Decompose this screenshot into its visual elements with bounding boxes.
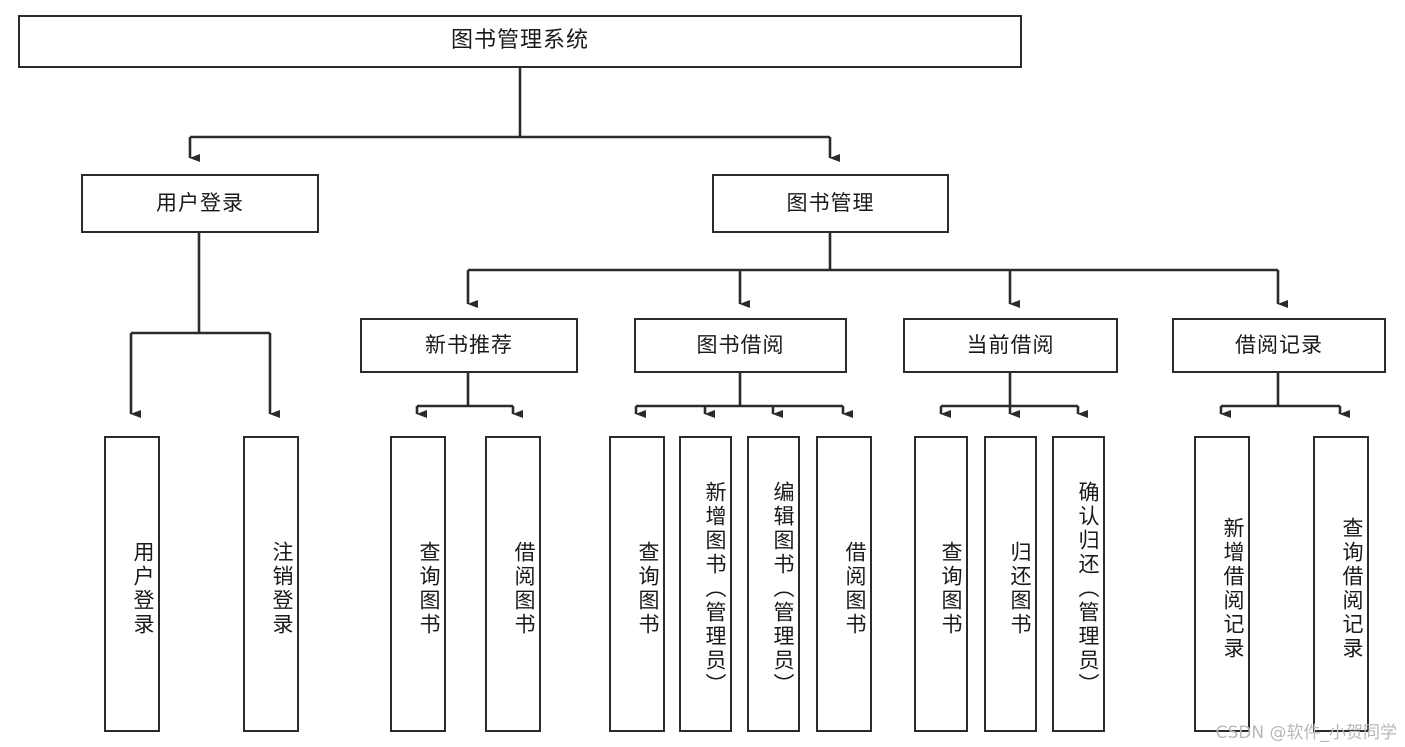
node-label: 借阅图书 <box>843 541 867 637</box>
node-label: 用户登录 <box>156 190 244 215</box>
csdn-watermark: CSDN @软件_小贺同学 <box>1215 723 1397 743</box>
node-label: 图书借阅 <box>696 332 785 357</box>
node-label: 查询图书 <box>417 541 441 637</box>
node-label: 新书推荐 <box>425 332 513 357</box>
edges-bookborrow-to-leaves <box>634 373 854 419</box>
node-label: 注销登录 <box>270 541 294 637</box>
leaf-book-borrow-borrow-book[interactable]: 借阅图书 <box>816 436 872 732</box>
node-label: 查询借阅记录 <box>1340 517 1364 661</box>
leaf-current-borrow-return-book[interactable]: 归还图书 <box>984 436 1037 732</box>
node-label: 查询图书 <box>636 541 660 637</box>
node-label: 查询图书 <box>939 541 963 637</box>
leaf-book-borrow-edit-book-admin[interactable]: 编辑图书（管理员） <box>747 436 800 732</box>
leaf-borrow-record-query-record[interactable]: 查询借阅记录 <box>1313 436 1369 732</box>
leaf-new-book-borrow-book[interactable]: 借阅图书 <box>485 436 541 732</box>
node-new-book-recommend[interactable]: 新书推荐 <box>360 318 578 373</box>
edges-userlogin-to-leaves <box>129 233 281 419</box>
node-label: 图书管理 <box>786 190 875 215</box>
leaf-new-book-query-book[interactable]: 查询图书 <box>390 436 446 732</box>
leaf-current-borrow-query-book[interactable]: 查询图书 <box>914 436 968 732</box>
node-book-management[interactable]: 图书管理 <box>712 174 949 233</box>
edges-currentborrow-to-leaves <box>939 373 1089 419</box>
leaf-current-borrow-confirm-return-admin[interactable]: 确认归还（管理员） <box>1052 436 1105 732</box>
leaf-user-login-login[interactable]: 用户登录 <box>104 436 160 732</box>
edges-root-to-level2 <box>188 68 841 163</box>
node-user-login[interactable]: 用户登录 <box>81 174 319 233</box>
node-label: 当前借阅 <box>966 332 1055 357</box>
node-label: 用户登录 <box>131 541 155 637</box>
edges-borrowrecord-to-leaves <box>1219 373 1351 419</box>
node-root-book-management-system[interactable]: 图书管理系统 <box>18 15 1022 68</box>
node-label: 确认归还（管理员） <box>1076 481 1100 697</box>
node-label: 借阅记录 <box>1235 332 1323 357</box>
leaf-book-borrow-query-book[interactable]: 查询图书 <box>609 436 665 732</box>
leaf-borrow-record-add-record[interactable]: 新增借阅记录 <box>1194 436 1250 732</box>
node-label: 编辑图书（管理员） <box>771 481 795 697</box>
leaf-book-borrow-add-book-admin[interactable]: 新增图书（管理员） <box>679 436 732 732</box>
edges-newbook-to-leaves <box>415 373 524 419</box>
node-current-borrow[interactable]: 当前借阅 <box>903 318 1118 373</box>
edges-bookmgmt-to-level3 <box>466 233 1289 309</box>
node-borrow-record[interactable]: 借阅记录 <box>1172 318 1386 373</box>
node-label: 图书管理系统 <box>450 28 589 54</box>
leaf-user-login-logout[interactable]: 注销登录 <box>243 436 299 732</box>
node-book-borrow[interactable]: 图书借阅 <box>634 318 847 373</box>
node-label: 新增借阅记录 <box>1221 517 1245 661</box>
node-label: 新增图书（管理员） <box>703 481 727 697</box>
node-label: 借阅图书 <box>512 541 536 637</box>
node-label: 归还图书 <box>1008 541 1032 637</box>
